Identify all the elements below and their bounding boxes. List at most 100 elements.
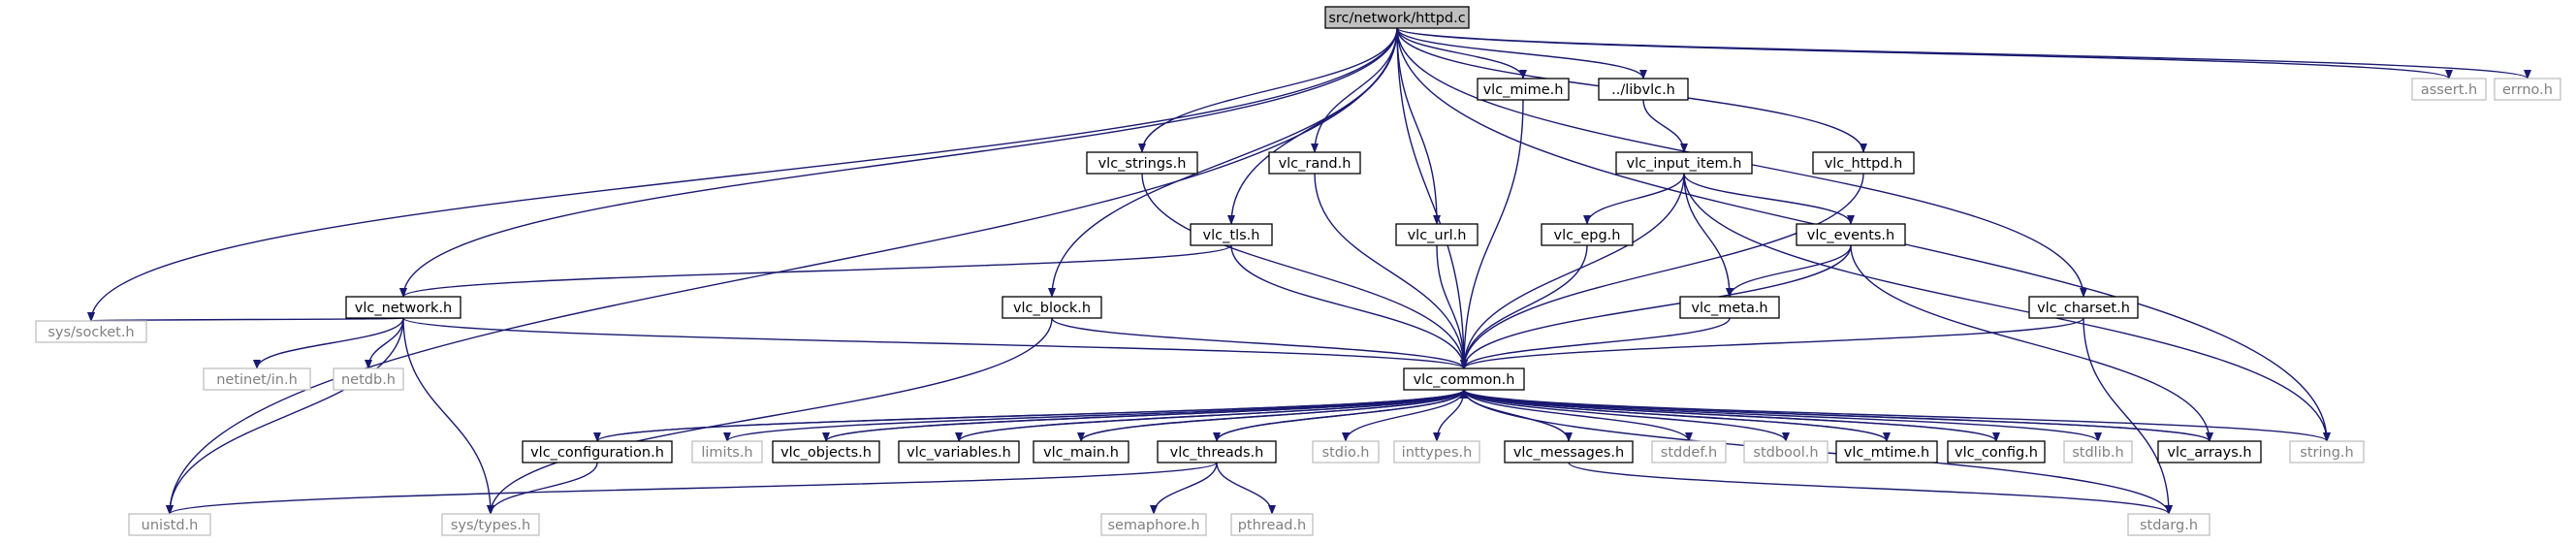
edge-path	[1642, 99, 1688, 153]
node-vlc-mtime[interactable]: vlc_mtime.h	[1835, 440, 1938, 463]
edge-root-to-libvlc	[1396, 27, 1647, 80]
edge-path	[1051, 317, 1468, 369]
edge-vlc_charset-to-vlc_common	[1460, 317, 2084, 369]
node-sys-socket: sys/socket.h	[35, 320, 147, 343]
node-box	[1190, 223, 1273, 246]
node-label: stdlib.h	[2072, 445, 2124, 461]
node-label: vlc_charset.h	[2037, 301, 2130, 316]
edge-path	[1314, 173, 1468, 369]
edge-path	[87, 27, 1398, 322]
node-vlc-input-item[interactable]: vlc_input_item.h	[1615, 151, 1753, 175]
node-vlc-url[interactable]: vlc_url.h	[1395, 223, 1479, 246]
edge-path	[1311, 27, 1398, 153]
node-vlc-variables[interactable]: vlc_variables.h	[898, 440, 1020, 463]
edge-path	[1150, 462, 1218, 515]
node-vlc-configuration[interactable]: vlc_configuration.h	[522, 440, 673, 463]
node-label: vlc_epg.h	[1554, 228, 1621, 243]
edge-path	[1850, 244, 2213, 442]
node-vlc-config[interactable]: vlc_config.h	[1947, 440, 2046, 463]
node-box	[1947, 440, 2046, 463]
node-vlc-block[interactable]: vlc_block.h	[1002, 296, 1102, 319]
node-vlc-charset[interactable]: vlc_charset.h	[2028, 296, 2139, 319]
node-vlc-events[interactable]: vlc_events.h	[1796, 223, 1906, 246]
edge-path	[1216, 462, 1276, 515]
edge-path	[1460, 99, 1524, 369]
node-box	[1395, 223, 1479, 246]
edge-path	[1460, 173, 1685, 369]
edge-path	[1463, 389, 1693, 442]
node-box	[691, 440, 763, 463]
node-label: netinet/in.h	[216, 372, 298, 388]
node-vlc-tls[interactable]: vlc_tls.h	[1190, 223, 1273, 246]
node-label: vlc_tls.h	[1203, 228, 1260, 243]
node-libvlc[interactable]: ../libvlc.h	[1598, 78, 1689, 101]
node-vlc-threads[interactable]: vlc_threads.h	[1157, 440, 1277, 463]
edge-path	[402, 317, 1468, 369]
edge-vlc_input_item-to-string	[1683, 173, 2331, 442]
edge-vlc_common-to-stdlib	[1463, 389, 2102, 442]
edge-path	[1342, 389, 1465, 442]
edge-path	[487, 462, 598, 515]
node-label: vlc_url.h	[1408, 228, 1467, 243]
edge-vlc_httpd-to-vlc_common	[1460, 173, 1864, 369]
edge-vlc_network-to-netinet_in	[253, 317, 404, 369]
edge-vlc_epg-to-vlc_common	[1460, 244, 1588, 369]
node-vlc-arrays[interactable]: vlc_arrays.h	[2157, 440, 2262, 463]
node-label: vlc_meta.h	[1691, 301, 1767, 316]
edge-vlc_url-to-vlc_common	[1436, 244, 1468, 369]
node-label: vlc_events.h	[1807, 228, 1894, 243]
edge-vlc_common-to-stddef	[1463, 389, 1693, 442]
edge-path	[596, 389, 1468, 442]
node-label: ../libvlc.h	[1611, 82, 1675, 98]
edge-vlc_strings-to-vlc_common	[1141, 173, 1468, 369]
node-vlc-strings[interactable]: vlc_strings.h	[1086, 151, 1198, 175]
node-label: inttypes.h	[1402, 445, 1473, 461]
edge-path	[1396, 27, 1468, 369]
edge-vlc_common-to-limits	[723, 389, 1465, 442]
edge-vlc_common-to-stdio	[1342, 389, 1465, 442]
node-stddef: stddef.h	[1651, 440, 1727, 463]
node-errno: errno.h	[2494, 78, 2561, 101]
edge-path	[958, 389, 1468, 442]
edge-vlc_input_item-to-vlc_events	[1683, 173, 1855, 225]
edge-vlc_meta-to-vlc_common	[1460, 317, 1731, 369]
edge-path	[1460, 389, 1570, 442]
node-box	[333, 367, 404, 391]
node-vlc-objects[interactable]: vlc_objects.h	[772, 440, 880, 463]
node-label: stdarg.h	[2140, 518, 2198, 533]
node-root: src/network/httpd.c	[1324, 6, 1470, 29]
node-box	[1268, 151, 1361, 175]
edge-vlc_network-to-unistd	[166, 317, 404, 515]
edge-path	[1460, 389, 1888, 442]
edge-vlc_charset-to-stdarg	[2083, 317, 2173, 515]
node-label: pthread.h	[1238, 518, 1307, 533]
node-assert: assert.h	[2411, 78, 2487, 101]
node-box	[898, 440, 1020, 463]
node-vlc-main[interactable]: vlc_main.h	[1033, 440, 1129, 463]
node-vlc-common[interactable]: vlc_common.h	[1403, 367, 1525, 391]
edge-path	[399, 244, 1232, 298]
node-vlc-epg[interactable]: vlc_epg.h	[1541, 223, 1634, 246]
node-box	[1312, 440, 1380, 463]
node-vlc-mime[interactable]: vlc_mime.h	[1477, 78, 1570, 101]
node-vlc-rand[interactable]: vlc_rand.h	[1268, 151, 1361, 175]
edge-path	[253, 317, 404, 369]
node-box	[1100, 513, 1207, 536]
edge-vlc_configuration-to-vlc_common	[596, 389, 1468, 442]
node-vlc-network[interactable]: vlc_network.h	[345, 296, 461, 319]
node-label: vlc_common.h	[1414, 372, 1515, 388]
edge-path	[1568, 462, 2173, 515]
node-box	[1743, 440, 1829, 463]
node-pthread: pthread.h	[1230, 513, 1314, 536]
edge-path	[1227, 27, 1398, 225]
node-vlc-messages[interactable]: vlc_messages.h	[1504, 440, 1634, 463]
node-label: vlc_strings.h	[1098, 156, 1187, 172]
node-label: vlc_input_item.h	[1627, 156, 1742, 172]
edge-path	[487, 317, 1053, 515]
edge-path	[1460, 317, 2084, 369]
node-vlc-meta[interactable]: vlc_meta.h	[1679, 296, 1780, 319]
edge-path	[1463, 389, 2331, 442]
edge-vlc_input_item-to-vlc_meta	[1683, 173, 1733, 298]
node-vlc-httpd[interactable]: vlc_httpd.h	[1812, 151, 1915, 175]
